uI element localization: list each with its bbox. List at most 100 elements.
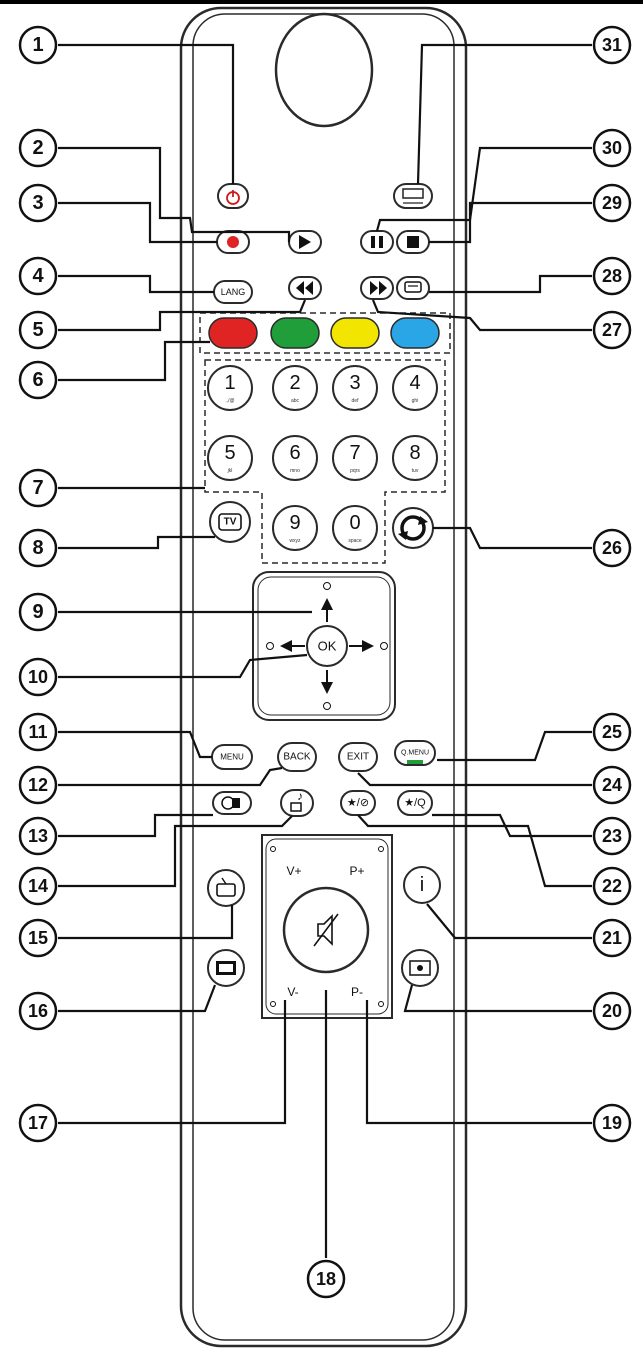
digit-label: 3 bbox=[349, 372, 360, 394]
callout-31: 31 bbox=[592, 25, 632, 65]
callout-line-28 bbox=[429, 274, 592, 294]
down-dot bbox=[323, 702, 331, 710]
callout-line-10 bbox=[58, 653, 308, 679]
epg-button[interactable] bbox=[207, 869, 245, 907]
callout-24: 24 bbox=[592, 765, 632, 805]
info-button[interactable]: i bbox=[403, 866, 441, 904]
callout-line-8 bbox=[58, 535, 215, 550]
blue-key[interactable] bbox=[390, 317, 440, 349]
search-button-shape bbox=[397, 790, 433, 816]
pause-button[interactable] bbox=[360, 230, 394, 254]
callout-badge bbox=[18, 816, 58, 856]
pause-icon-bar2 bbox=[379, 236, 383, 248]
digit-label: 5 bbox=[224, 442, 235, 464]
callout-badge bbox=[592, 183, 632, 223]
callout-line-2 bbox=[58, 146, 291, 242]
exit-button[interactable]: EXIT bbox=[338, 742, 378, 772]
prog-down-label: P- bbox=[351, 985, 363, 999]
left-arrow-icon[interactable] bbox=[280, 640, 292, 652]
callout-badge bbox=[18, 918, 58, 958]
lang-button[interactable]: LANG bbox=[213, 280, 253, 304]
source-button-shape bbox=[393, 183, 433, 209]
ok-label: OK bbox=[318, 639, 337, 654]
up-dot bbox=[323, 582, 331, 590]
subtitle-button[interactable] bbox=[396, 276, 430, 300]
red-key[interactable] bbox=[208, 317, 258, 349]
qmenu-button-shape bbox=[394, 740, 436, 766]
search-button[interactable]: ★/Q bbox=[397, 790, 433, 816]
callout-26: 26 bbox=[592, 528, 632, 568]
back-button[interactable]: BACK bbox=[277, 742, 317, 772]
callout-23: 23 bbox=[592, 816, 632, 856]
prog-down-button[interactable] bbox=[328, 975, 388, 1015]
swap-button-ring bbox=[392, 507, 434, 549]
ir-window bbox=[274, 12, 374, 128]
callout-badge bbox=[592, 918, 632, 958]
freeze-icon-dot bbox=[417, 965, 423, 971]
callout-badge bbox=[592, 991, 632, 1031]
callout-line-20 bbox=[403, 984, 592, 1013]
favourite-button[interactable]: ★/⊘ bbox=[340, 790, 376, 816]
mute-icon bbox=[317, 914, 333, 946]
callout-number: 2 bbox=[32, 137, 43, 159]
rewind-icon-2 bbox=[305, 281, 313, 295]
callout-badge bbox=[18, 1103, 58, 1143]
prog-up-button[interactable] bbox=[328, 845, 388, 885]
swap-icon-arrow2 bbox=[398, 531, 408, 540]
qmenu-button[interactable]: Q.MENU bbox=[394, 740, 436, 766]
callout-number: 17 bbox=[28, 1113, 48, 1133]
tv-button[interactable]: TV bbox=[209, 501, 251, 543]
callout-badge bbox=[18, 310, 58, 350]
digit-button-3[interactable]: 3 def bbox=[332, 365, 378, 411]
info-button-ring bbox=[403, 866, 441, 904]
callout-badge bbox=[18, 991, 58, 1031]
callout-line-13 bbox=[58, 813, 213, 838]
callout-3: 3 bbox=[18, 183, 58, 223]
right-dot bbox=[380, 642, 388, 650]
freeze-button[interactable] bbox=[401, 949, 439, 987]
up-arrow-icon[interactable] bbox=[321, 598, 333, 610]
swap-button[interactable] bbox=[392, 507, 434, 549]
vol-up-button[interactable] bbox=[266, 845, 326, 885]
callout-badge bbox=[18, 183, 58, 223]
source-button[interactable] bbox=[393, 183, 433, 209]
digit-button-1[interactable]: 1.,/@ bbox=[207, 365, 253, 411]
ok-button[interactable]: OK bbox=[306, 625, 348, 667]
callout-badge bbox=[592, 528, 632, 568]
digit-sublabel: def bbox=[352, 398, 360, 404]
callout-line-30 bbox=[375, 146, 592, 232]
pause-button-shape bbox=[360, 230, 394, 254]
blue-key-shape bbox=[390, 317, 440, 349]
callout-line-21 bbox=[426, 903, 592, 940]
callout-14: 14 bbox=[18, 866, 58, 906]
callout-badge bbox=[18, 468, 58, 508]
dot-tl bbox=[270, 846, 276, 852]
search-button-label: ★/Q bbox=[404, 797, 426, 809]
digit-button-ring bbox=[272, 365, 318, 411]
vol-down-button[interactable] bbox=[266, 975, 326, 1015]
down-arrow-icon[interactable] bbox=[321, 682, 333, 694]
tv-label: TV bbox=[224, 517, 237, 528]
callout-badge bbox=[592, 712, 632, 752]
green-key[interactable] bbox=[270, 317, 320, 349]
callout-line-29 bbox=[429, 201, 592, 244]
right-arrow-icon[interactable] bbox=[362, 640, 374, 652]
lang-button-label: LANG bbox=[221, 287, 246, 297]
callout-25: 25 bbox=[592, 712, 632, 752]
yellow-key[interactable] bbox=[330, 317, 380, 349]
mute-button[interactable] bbox=[282, 886, 370, 974]
digit-button-ring bbox=[272, 435, 318, 481]
digit-button-ring bbox=[207, 365, 253, 411]
screen-mode-button[interactable] bbox=[207, 949, 245, 987]
menu-button[interactable]: MENU bbox=[211, 744, 253, 770]
favourite-button-label: ★/⊘ bbox=[347, 797, 369, 809]
